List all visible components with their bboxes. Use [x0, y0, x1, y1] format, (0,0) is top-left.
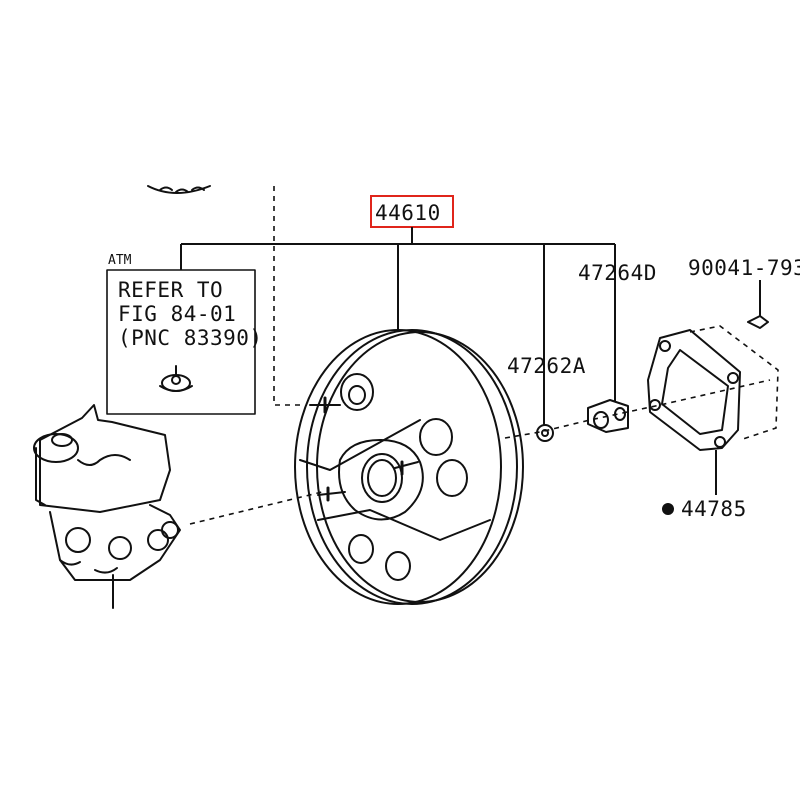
part-44785-marker: [662, 503, 674, 515]
atm-reference-box: ATM REFER TO FIG 84-01 (PNC 83390): [106, 253, 263, 415]
atm-line-1: REFER TO: [118, 278, 223, 302]
bolt-90041-drawing: [747, 280, 769, 329]
clevis-47264d-drawing: [587, 399, 629, 433]
atm-fitting-icon: [159, 365, 193, 392]
main-part-number: 44610: [375, 201, 441, 225]
part-47262a-label[interactable]: 47262A: [507, 354, 586, 378]
main-part-leader-lines: [180, 227, 616, 425]
dashed-guide-right: [504, 379, 771, 439]
part-90041-label[interactable]: 90041-793: [688, 256, 800, 280]
atm-line-2: FIG 84-01: [118, 302, 236, 326]
main-part-label[interactable]: 44610: [370, 195, 454, 228]
part-47264d-label[interactable]: 47264D: [578, 261, 657, 285]
gasket-44785-drawing: [647, 325, 779, 495]
brake-booster-drawing: [294, 329, 524, 605]
atm-line-3: (PNC 83390): [118, 326, 263, 350]
part-44785-label[interactable]: 44785: [681, 497, 747, 521]
atm-box-frame: [106, 269, 256, 415]
dashed-guide-vertical: [273, 186, 300, 406]
master-cylinder-drawing: [33, 404, 181, 609]
partial-part-fragment: [147, 185, 211, 194]
atm-tag: ATM: [108, 253, 132, 268]
nut-47262a-drawing: [536, 424, 554, 442]
dashed-guide-master: [189, 491, 323, 525]
